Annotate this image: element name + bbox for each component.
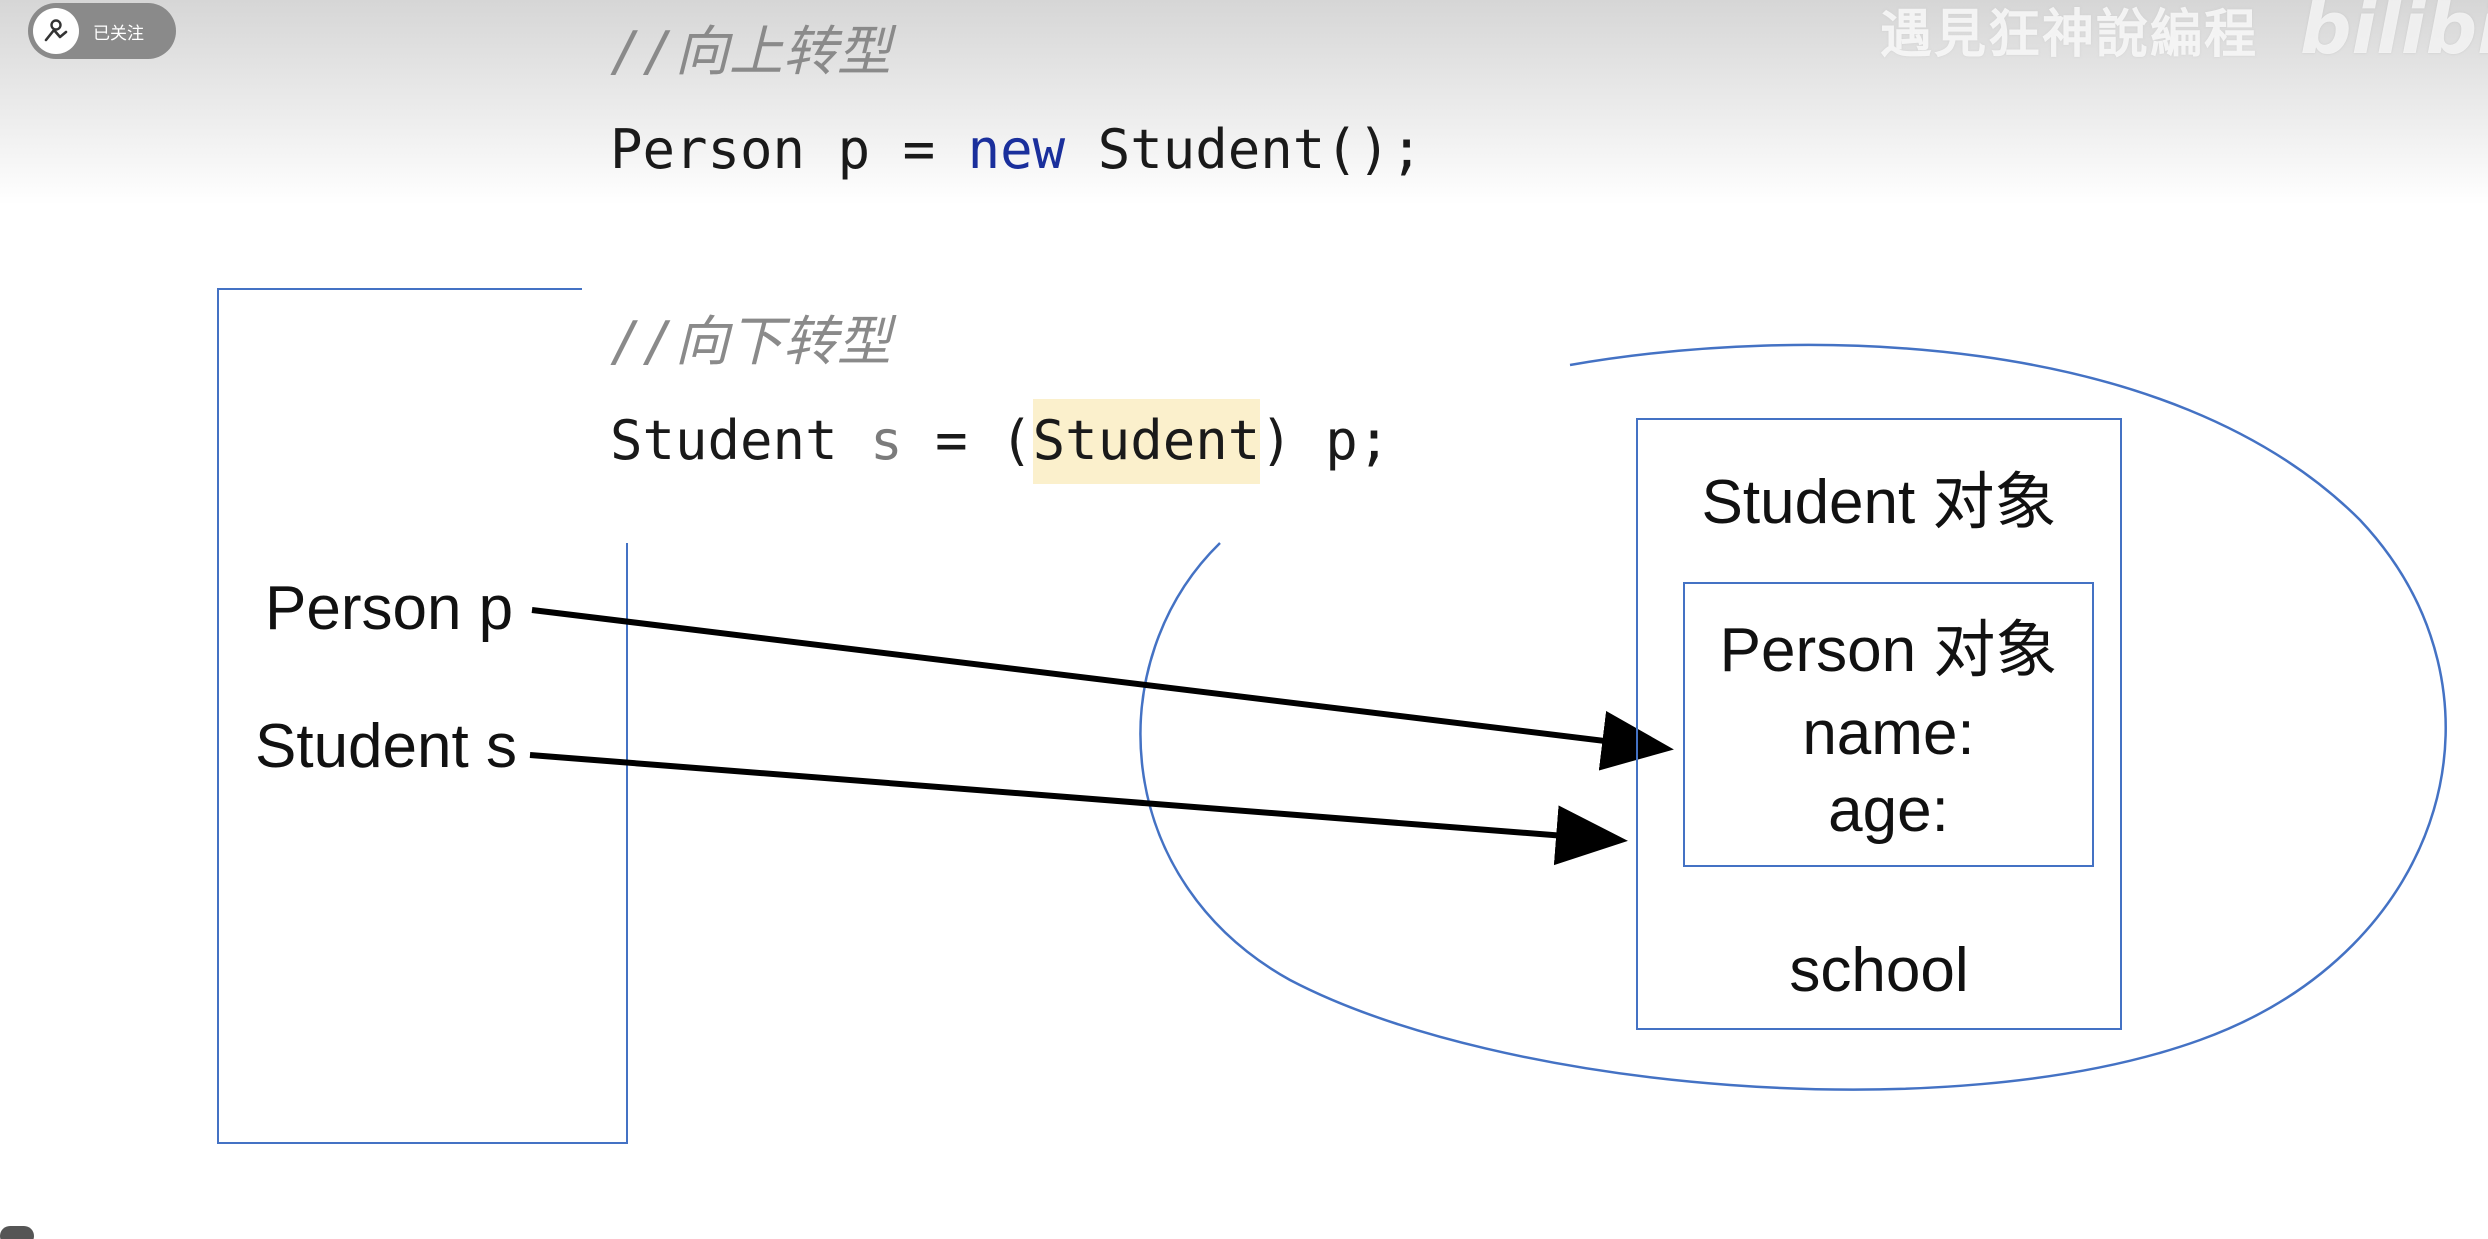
stack-frame-box (217, 288, 627, 1144)
student-object-box (1636, 418, 2122, 1030)
uploader-avatar[interactable] (33, 8, 79, 54)
follow-status-label: 已关注 (93, 23, 144, 44)
top-video-overlay-shade (0, 0, 2488, 205)
follow-badge[interactable]: 已关注 (28, 3, 176, 59)
player-control-edge[interactable] (0, 1226, 34, 1239)
downcast-var: s (870, 409, 903, 472)
person-object-box (1683, 582, 2094, 867)
heap-ellipse (1139, 343, 2447, 1091)
student-object-title: Student 对象 (1701, 468, 2057, 537)
field-age-label: age: (1828, 776, 1949, 845)
upcast-assign: = (902, 118, 936, 181)
field-name-label: name: (1802, 699, 1975, 768)
cast-paren-open: ( (1000, 409, 1033, 472)
person-object-title: Person 对象 (1719, 616, 2058, 685)
upcast-var: p (837, 118, 871, 181)
upcast-code-line: Person p = new Student(); (610, 123, 1423, 177)
downcast-assign: = (935, 409, 968, 472)
new-keyword: new (967, 118, 1066, 181)
downcast-code-line: Student s = (Student) p; (610, 399, 1390, 484)
cast-rest: ) p; (1260, 409, 1391, 472)
stack-frame-right-edge (626, 543, 628, 1144)
cast-type-highlight: Student (1032, 399, 1261, 484)
ref-student-label: Student s (255, 712, 517, 781)
upcast-type: Person (610, 118, 806, 181)
arrow-person-ref (531, 607, 1674, 771)
uploader-logo-icon (44, 19, 68, 42)
ref-person-label: Person p (265, 574, 514, 643)
stack-frame-top-edge (217, 288, 582, 290)
bilibili-watermark-logo: bilibili (2300, 0, 2488, 70)
channel-watermark: 遇見狂神說編程 (1880, 5, 2259, 65)
upcast-comment: //向上转型 (610, 20, 892, 83)
field-school-label: school (1789, 936, 1969, 1005)
arrow-student-ref (529, 752, 1628, 866)
downcast-comment: //向下转型 (610, 310, 892, 373)
downcast-type: Student (610, 409, 838, 472)
upcast-constructor: Student(); (1097, 118, 1423, 181)
